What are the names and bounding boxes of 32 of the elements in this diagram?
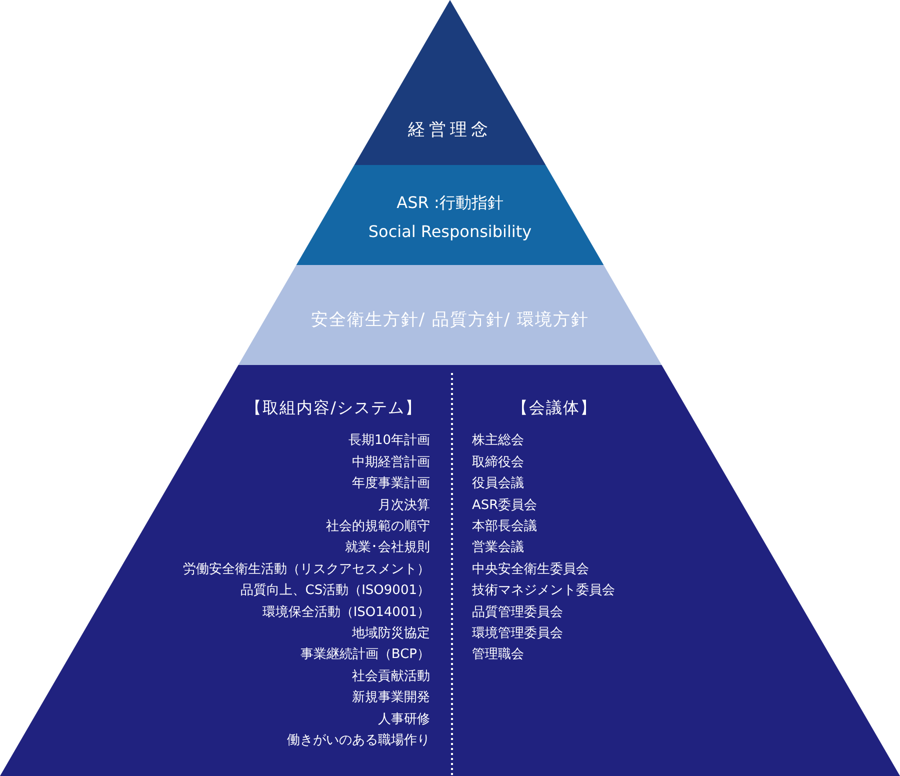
list-item: 技術マネジメント委員会 [472, 583, 615, 598]
list-item: 中期経営計画 [352, 454, 430, 470]
list-item: 本部長会議 [472, 519, 537, 534]
tier-heading: ASR :行動指針 [396, 193, 504, 212]
list-item: 地域防災協定 [352, 626, 430, 642]
list-item: 新規事業開発 [352, 690, 430, 706]
column-heading: 【会議体】 [512, 398, 597, 417]
list-item: 取締役会 [472, 454, 524, 470]
list-item: 環境管理委員会 [472, 626, 563, 642]
list-item: ASR委員会 [472, 498, 538, 513]
list-item: 管理職会 [472, 647, 524, 662]
list-item: 中央安全衛生委員会 [472, 562, 589, 577]
list-item: 品質管理委員会 [472, 604, 563, 620]
list-item: 事業継続計画（BCP） [300, 647, 430, 662]
tier-heading: 安全衛生方針/ 品質方針/ 環境方針 [310, 310, 590, 330]
list-item: 社会貢献活動 [352, 668, 430, 684]
list-item: 品質向上、CS活動（ISO9001） [240, 583, 430, 598]
list-item: 就業･会社規則 [345, 540, 430, 556]
list-item: 人事研修 [378, 712, 430, 727]
list-item: 社会的規範の順守 [326, 519, 430, 534]
list-item: 環境保全活動（ISO14001） [262, 604, 430, 620]
tier-subheading: Social Responsibility [368, 222, 532, 241]
tier-heading: 経営理念 [408, 120, 492, 140]
list-item: 年度事業計画 [352, 476, 430, 492]
list-item: 働きがいのある職場作り [287, 733, 430, 748]
list-item: 労働安全衛生活動（リスクアセスメント） [183, 562, 430, 577]
list-item: 長期10年計画 [348, 433, 430, 448]
list-item: 営業会議 [472, 540, 524, 556]
column-heading: 【取組内容/システム】 [246, 398, 422, 417]
list-item: 月次決算 [378, 498, 430, 513]
list-item: 役員会議 [472, 476, 524, 492]
list-item: 株主総会 [472, 433, 524, 448]
